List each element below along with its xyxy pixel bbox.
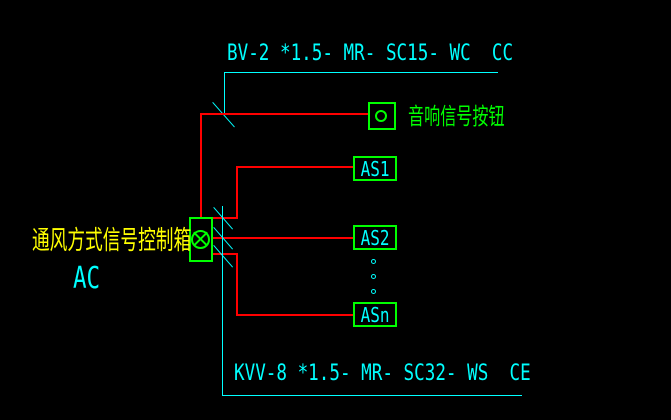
signal-unit-label: AS1 xyxy=(360,156,390,181)
cable-tick-icon xyxy=(213,245,234,268)
wire-sound-button-drop xyxy=(200,113,202,217)
button-circle-icon xyxy=(375,110,387,122)
ellipsis-dot-icon xyxy=(371,289,376,294)
leader-underline-top xyxy=(225,72,498,73)
wire-as2 xyxy=(213,237,353,239)
ellipsis-dot-icon xyxy=(371,259,376,264)
signal-unit-box-asn: ASn xyxy=(353,302,397,327)
cable-label-bottom: KVV-8 *1.5- MR- SC32- WS CE xyxy=(234,361,531,386)
leader-rise-bottom xyxy=(222,206,223,396)
signal-unit-label: AS2 xyxy=(360,225,390,250)
signal-unit-label: ASn xyxy=(360,302,390,327)
wire-as1-drop xyxy=(236,166,238,219)
wire-asn-drop xyxy=(236,253,238,316)
control-box-label: 通风方式信号控制箱 xyxy=(32,226,192,256)
sound-button-symbol xyxy=(368,102,396,130)
leader-drop-top xyxy=(224,72,225,114)
ellipsis-dot-icon xyxy=(371,274,376,279)
wire-asn xyxy=(236,314,353,316)
wire-stub-bottom xyxy=(213,253,238,255)
cable-label-top: BV-2 *1.5- MR- SC15- WC CC xyxy=(227,41,514,66)
wire-stub-top xyxy=(213,217,238,219)
lamp-circle-icon xyxy=(191,230,210,249)
wire-sound-button xyxy=(201,113,368,115)
sound-button-label: 音响信号按钮 xyxy=(408,104,505,130)
signal-unit-box-as2: AS2 xyxy=(353,225,397,250)
leader-underline-bottom xyxy=(222,395,522,396)
wire-as1 xyxy=(236,166,353,168)
control-box-code: AC xyxy=(73,261,101,296)
signal-unit-box-as1: AS1 xyxy=(353,156,397,181)
